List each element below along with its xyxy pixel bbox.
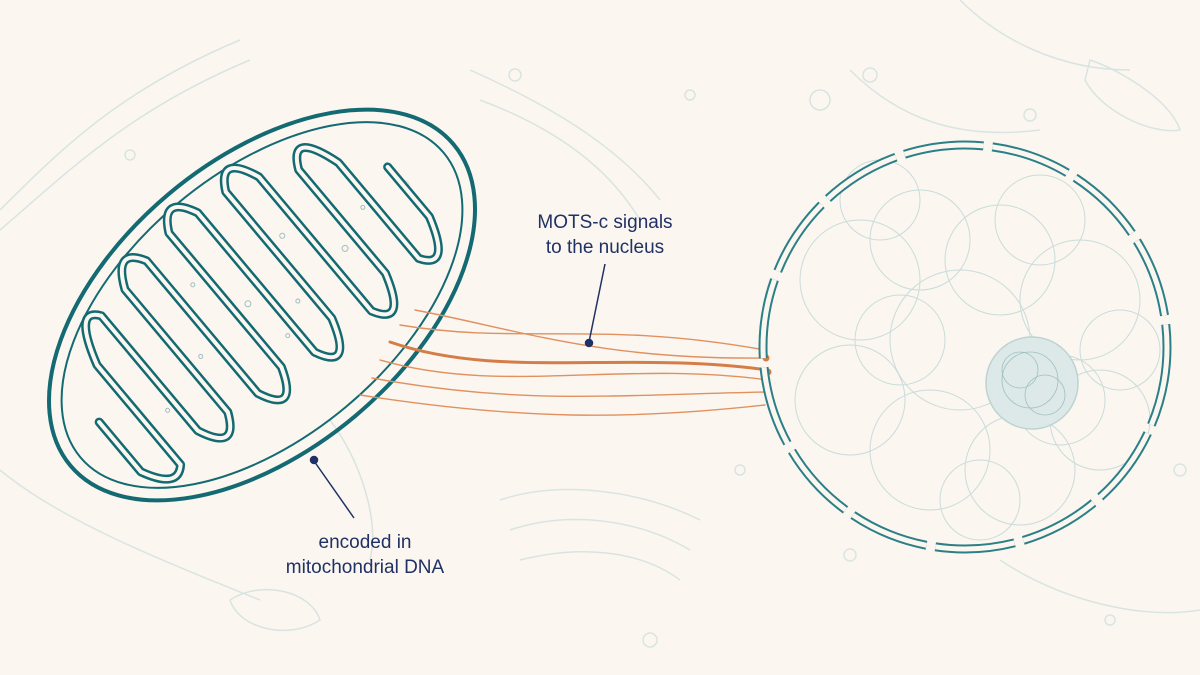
nucleus-chromatin — [794, 159, 1161, 541]
background-strand — [849, 69, 1041, 134]
background-organelle — [229, 588, 321, 632]
background-strand — [0, 59, 251, 231]
signal-strand — [359, 394, 766, 416]
background-vesicle — [734, 464, 746, 476]
background-vesicle — [1023, 108, 1037, 122]
origin-label-line1: encoded in — [318, 532, 412, 553]
signal-label: MOTS-c signals to the nucleus — [525, 210, 685, 260]
background-vesicle — [124, 149, 136, 161]
background-vesicle — [843, 548, 857, 562]
signal-leader-line — [588, 263, 606, 343]
background-strand — [479, 99, 641, 221]
nuclear-envelope-lumen — [760, 142, 1170, 552]
background-texture — [0, 0, 1200, 648]
mitochondrion-cristae — [81, 143, 443, 484]
background-vesicle — [1173, 463, 1187, 477]
signal-strand — [399, 324, 766, 351]
mitochondrion — [47, 107, 477, 503]
background-vesicle — [1104, 614, 1116, 626]
mitochondrion-matrix-granules — [165, 204, 366, 413]
background-strand — [509, 518, 691, 551]
background-strand — [959, 0, 1131, 71]
background-strand — [0, 469, 261, 601]
origin-leader-dot — [309, 455, 319, 465]
background-strand — [469, 69, 661, 201]
signal-leader-dot — [584, 338, 594, 348]
background-strand — [499, 488, 701, 521]
mitochondrion-cristae-lumen — [83, 145, 441, 482]
nucleolus-texture — [1001, 351, 1066, 416]
signal-label-line1: MOTS-c signals — [537, 212, 673, 233]
signal-strand — [371, 377, 769, 397]
signal-strands — [359, 309, 772, 416]
origin-label: encoded in mitochondrial DNA — [270, 530, 460, 580]
background-vesicle — [642, 632, 658, 648]
nucleus — [758, 140, 1172, 554]
background-vesicle — [862, 67, 878, 83]
origin-leader-line — [313, 460, 355, 519]
origin-label-line2: mitochondrial DNA — [285, 557, 445, 578]
background-vesicle — [684, 89, 696, 101]
background-strand — [999, 559, 1200, 614]
background-vesicle — [809, 89, 831, 111]
background-strand — [519, 551, 681, 581]
background-vesicle — [508, 68, 522, 82]
background-organelle — [1084, 59, 1181, 132]
mitochondrion-outer-membrane — [47, 107, 477, 503]
signal-label-line2: to the nucleus — [545, 237, 665, 258]
leader-lines — [309, 263, 606, 519]
background-strand — [0, 39, 241, 211]
signal-strand — [379, 359, 769, 381]
signal-strand — [414, 309, 766, 359]
background-strand — [329, 419, 374, 561]
signal-strand-main — [388, 340, 770, 372]
